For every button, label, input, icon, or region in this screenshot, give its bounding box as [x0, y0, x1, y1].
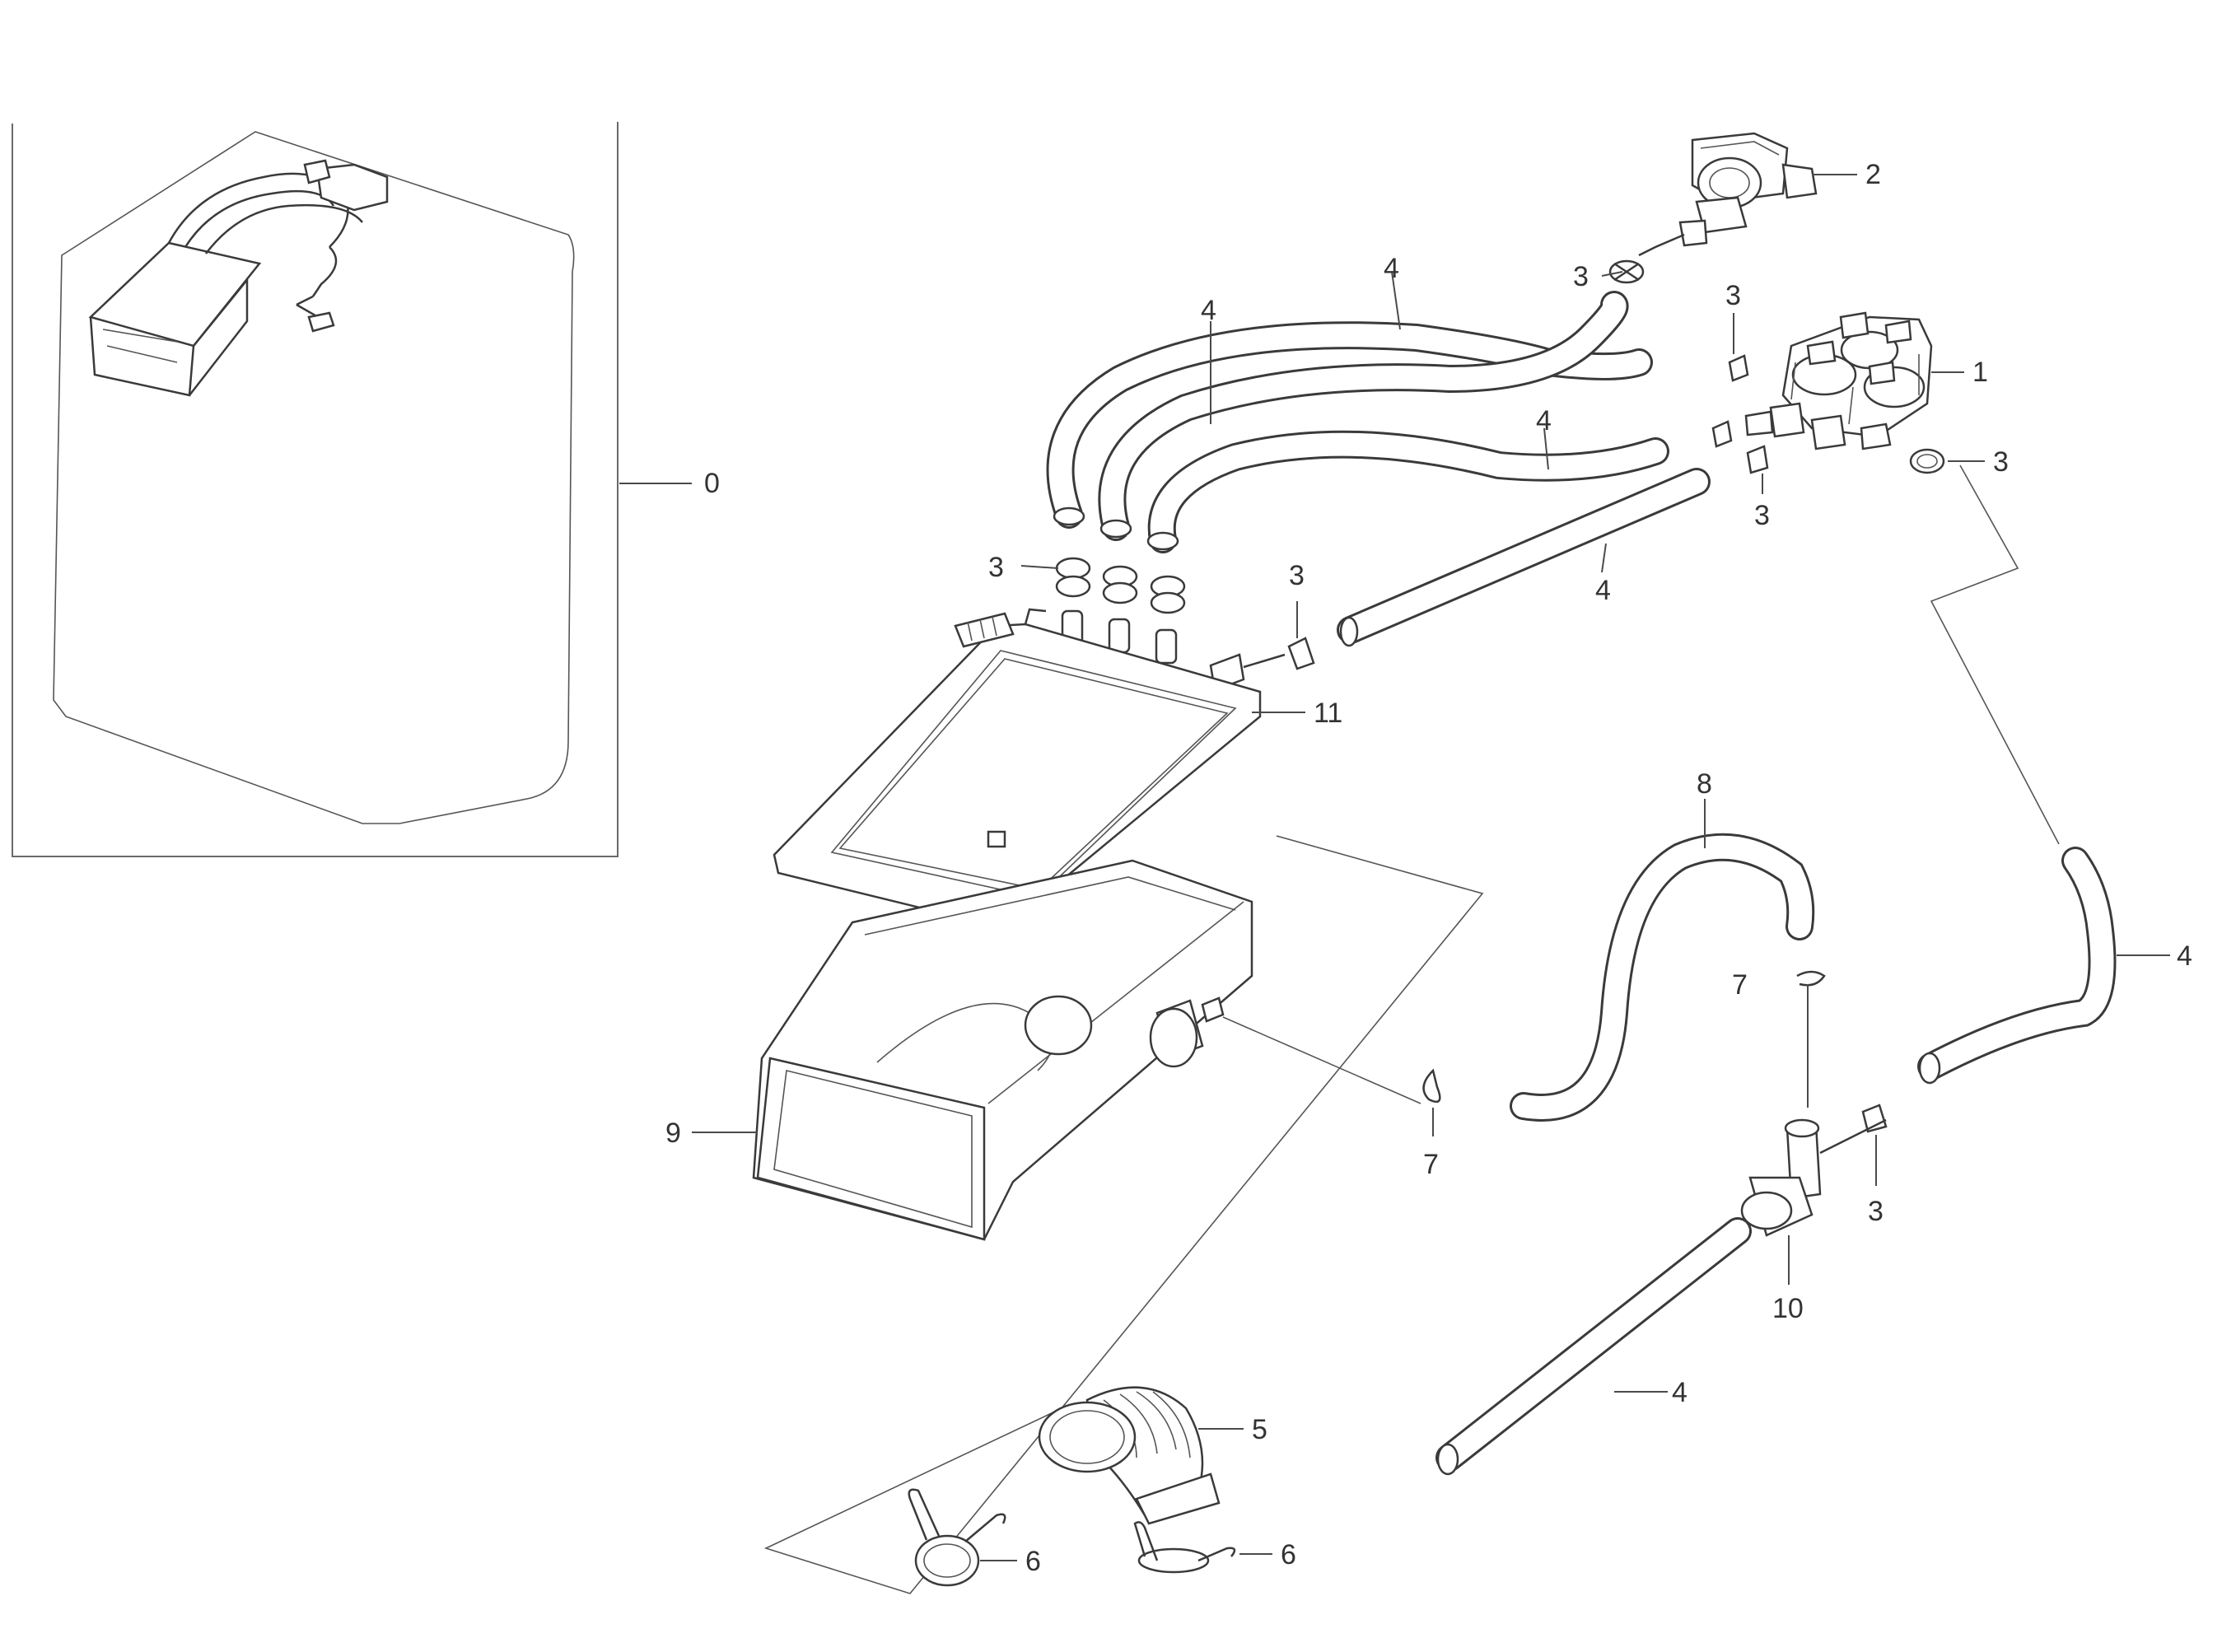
- callout-3-valve1-right: 3: [1993, 446, 2009, 478]
- hose-connector-10: [1740, 1118, 1887, 1285]
- callout-4-bottom: 4: [1672, 1377, 1688, 1408]
- dispenser-inlets: [1061, 609, 1286, 692]
- clamp-valve1-right: [1909, 448, 1945, 474]
- upper-hoses: [1046, 291, 1711, 647]
- overview-dispenser-icon: [88, 159, 389, 397]
- bellows-5: [1038, 1386, 1244, 1525]
- water-valve-2: [1638, 132, 1857, 257]
- callout-3-valve1-bottom: 3: [1754, 500, 1770, 531]
- callout-0: 0: [704, 468, 720, 499]
- callout-7-left: 7: [1423, 1149, 1439, 1180]
- dispenser-cover-11: [773, 608, 1305, 926]
- callout-8: 8: [1697, 768, 1712, 800]
- callout-10: 10: [1772, 1293, 1804, 1324]
- clamp-triple: [1055, 557, 1186, 614]
- clamp-valve1-left: [1711, 420, 1733, 448]
- callout-5: 5: [1252, 1414, 1267, 1445]
- overview-inset: [12, 122, 692, 857]
- callout-6-left: 6: [1025, 1546, 1041, 1577]
- clamp-valve1-bottom: [1746, 445, 1769, 474]
- hose-clip-7: [1422, 970, 1826, 1136]
- clamp-side-inlet: [1287, 637, 1315, 670]
- lower-hoses: [1435, 847, 2170, 1476]
- callout-2: 2: [1865, 159, 1881, 190]
- group-bracket: [763, 464, 2060, 1594]
- clamp-6: [908, 1488, 1272, 1587]
- clamp-upper-valve2: [1608, 259, 1645, 284]
- clamp-valve1-top: [1728, 354, 1749, 382]
- callout-3-triple: 3: [988, 552, 1004, 583]
- callout-6-right: 6: [1281, 1539, 1296, 1570]
- water-valve-1: [1744, 311, 1964, 450]
- callout-4-lower-mid: 4: [1595, 575, 1611, 606]
- callout-7-right: 7: [1732, 969, 1748, 1001]
- callout-4-mid: 4: [1536, 405, 1552, 436]
- callout-3-lower: 3: [1868, 1196, 1884, 1227]
- callout-3-valve1-top: 3: [1725, 280, 1741, 311]
- dispenser-housing-9: [692, 859, 1253, 1241]
- callout-labels: 0 1 2 3 3 3 3 3 3 3 4 4 4 4 4 4 5 6 6 7 …: [665, 159, 2192, 1577]
- callout-1: 1: [1972, 357, 1988, 388]
- callout-3-valve2: 3: [1573, 261, 1589, 292]
- callout-11: 11: [1314, 698, 1342, 729]
- clamp-lower-right: [1861, 1104, 1888, 1133]
- callout-4-left: 4: [1201, 295, 1216, 326]
- callout-3-side: 3: [1289, 560, 1305, 591]
- callout-4-top: 4: [1384, 253, 1399, 284]
- hose-8: [1510, 799, 1815, 1122]
- callout-4-right: 4: [2177, 940, 2192, 972]
- hose-clamps: [1055, 259, 1945, 1133]
- clamp-leaders: [1020, 271, 1985, 1186]
- callout-9: 9: [665, 1118, 681, 1149]
